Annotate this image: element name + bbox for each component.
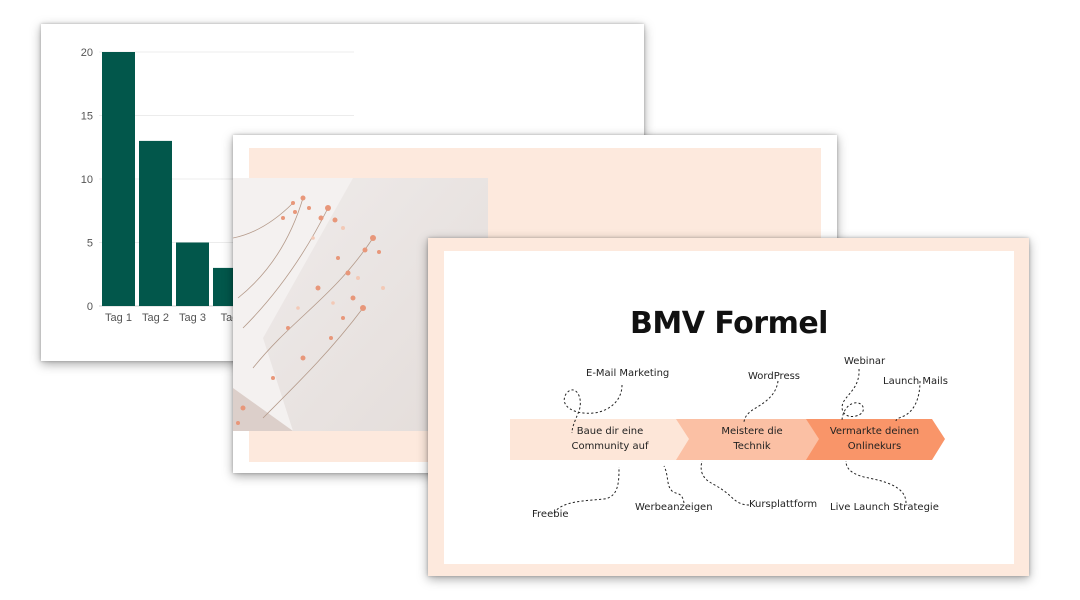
page-title: BMV Formel [630, 306, 828, 341]
bar [176, 242, 209, 306]
bar [139, 140, 172, 306]
label-werbeanzeigen: Werbeanzeigen [635, 502, 713, 513]
connector-wordpress [743, 380, 779, 424]
connector-webinar [841, 368, 864, 422]
x-tick-label: Tag 1 [105, 312, 132, 324]
connector-werbeanzeigen [663, 465, 685, 504]
connector-freebie [553, 466, 620, 514]
y-tick-label: 0 [87, 301, 93, 313]
y-tick-label: 15 [81, 111, 93, 123]
formula-flow-diagram [510, 368, 945, 514]
segment-2-label: Meistere die Technik [692, 424, 812, 454]
segment-3-line2: Onlinekurs [847, 441, 902, 452]
segment-1-arrow [510, 419, 690, 460]
connector-kursplattform [700, 460, 750, 506]
segment-2-line2: Technik [733, 441, 771, 452]
label-live-launch-strategie: Live Launch Strategie [830, 502, 939, 513]
segment-2-line1: Meistere die [721, 426, 783, 437]
connector-live-launch [845, 460, 907, 504]
bar [102, 52, 135, 306]
x-tick-label: Tag 2 [142, 312, 169, 324]
y-tick-label: 5 [87, 238, 93, 250]
connector-launch-mails [895, 380, 921, 422]
segment-3-label: Vermarkte deinen Onlinekurs [812, 424, 937, 454]
label-wordpress: WordPress [748, 371, 801, 382]
segment-2-arrow [676, 419, 820, 460]
segment-1-label: Baue dir eine Community auf [540, 424, 680, 454]
label-launch-mails: Launch Mails [883, 376, 948, 387]
x-tick-label: Tag 3 [179, 312, 206, 324]
label-kursplattform: Kursplattform [749, 499, 818, 510]
segment-1-line2: Community auf [571, 441, 649, 452]
y-tick-label: 20 [81, 47, 93, 59]
y-tick-label: 10 [81, 174, 93, 186]
segment-3-arrow [806, 419, 945, 460]
connector-email [563, 384, 623, 434]
label-freebie: Freebie [532, 509, 569, 520]
label-email-marketing: E-Mail Marketing [586, 368, 670, 379]
formula-content: BMV Formel Baue dir eine Community auf M… [444, 251, 1014, 564]
formula-slide: BMV Formel Baue dir eine Community auf M… [428, 238, 1029, 576]
segment-3-line1: Vermarkte deinen [829, 426, 920, 437]
segment-1-line1: Baue dir eine [576, 426, 644, 437]
label-webinar: Webinar [844, 356, 886, 367]
